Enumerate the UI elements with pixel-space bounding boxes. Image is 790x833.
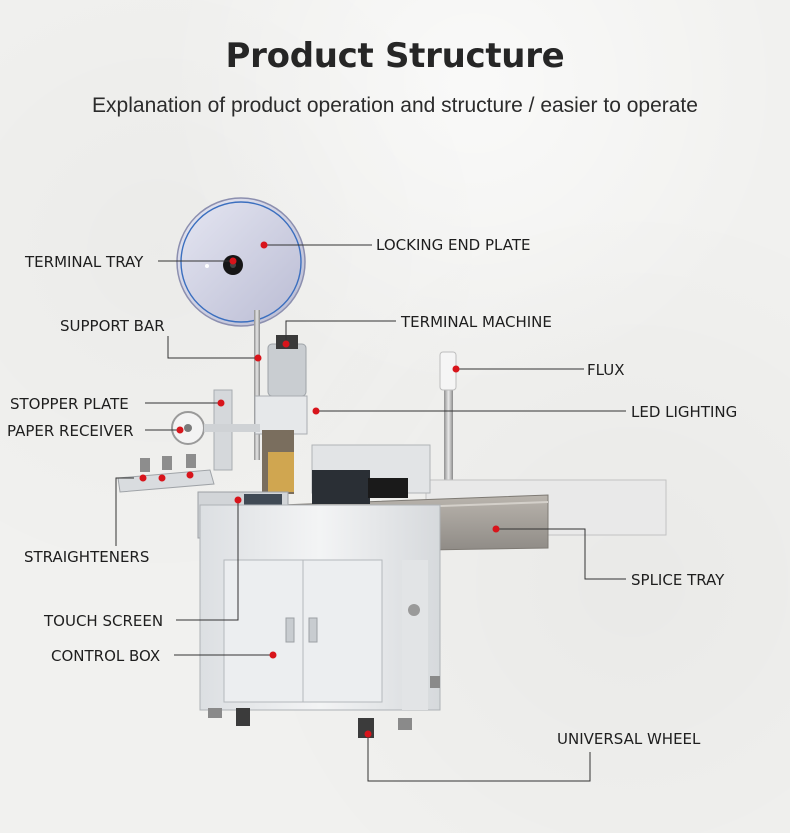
terminal-tray-disc <box>176 197 306 327</box>
label-control-box: CONTROL BOX <box>51 647 161 665</box>
label-stopper-plate: STOPPER PLATE <box>10 395 129 413</box>
label-terminal-tray: TERMINAL TRAY <box>25 253 144 271</box>
leader-lines <box>115 244 626 782</box>
label-support-bar: SUPPORT BAR <box>60 317 165 335</box>
label-straighteners: STRAIGHTENERS <box>24 548 150 566</box>
marker-dots <box>139 241 500 738</box>
straighteners-rail <box>117 454 215 493</box>
terminal-machine-block <box>254 335 431 504</box>
label-locking-end-plate: LOCKING END PLATE <box>376 236 531 254</box>
label-touch-screen: TOUCH SCREEN <box>44 612 164 630</box>
label-led-lighting: LED LIGHTING <box>631 403 738 421</box>
flux-pole <box>439 351 457 480</box>
label-paper-receiver: PAPER RECEIVER <box>7 422 134 440</box>
label-universal-wheel: UNIVERSAL WHEEL <box>557 730 701 748</box>
paper-receiver-reel <box>171 389 260 471</box>
label-flux: FLUX <box>587 361 625 379</box>
label-terminal-machine: TERMINAL MACHINE <box>401 313 552 331</box>
page-subtitle: Explanation of product operation and str… <box>92 94 698 117</box>
support-bar <box>254 310 260 460</box>
control-box-cabinet <box>197 491 441 711</box>
label-splice-tray: SPLICE TRAY <box>631 571 725 589</box>
page-title: Product Structure <box>225 36 565 76</box>
